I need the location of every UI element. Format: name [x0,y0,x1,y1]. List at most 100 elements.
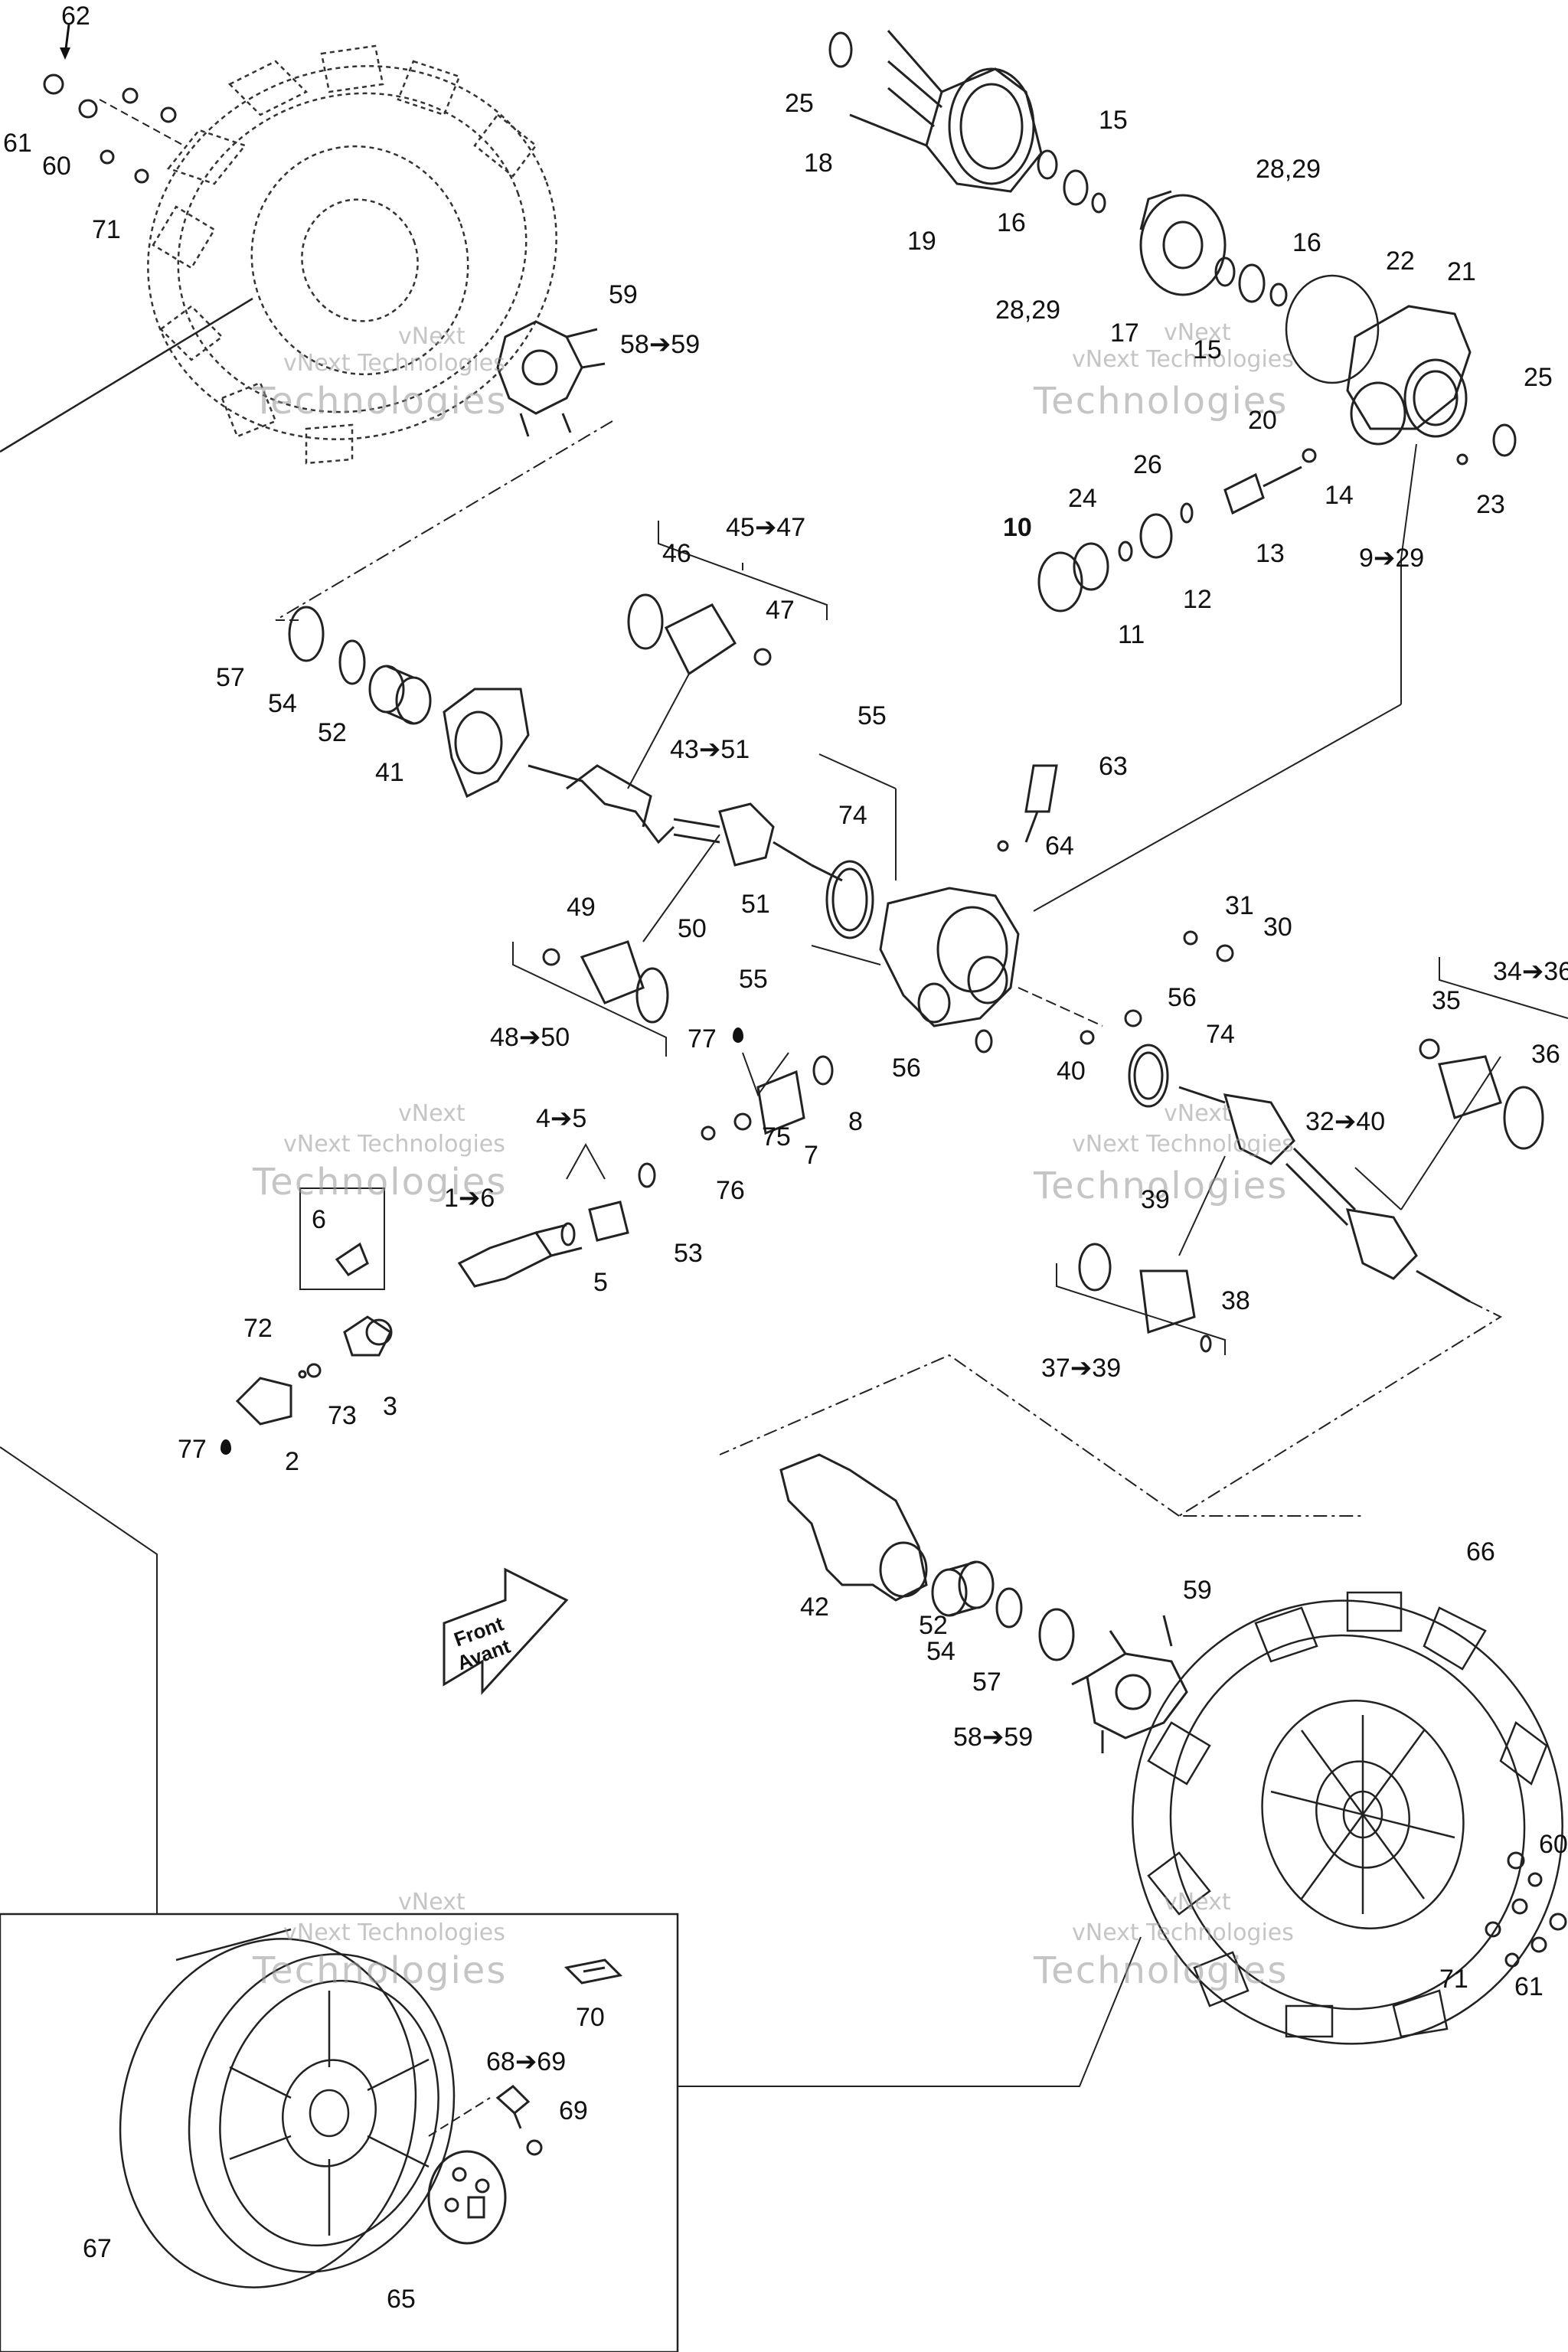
watermark-line2: vNext Technologies [1072,1919,1294,1946]
bracket-34-36 [1439,957,1568,1019]
callout-1-6: 1➔6 [444,1184,495,1213]
callout-57-lower: 57 [972,1668,1001,1697]
callout-41: 41 [375,758,404,787]
callout-16-right: 16 [1292,228,1321,257]
callout-25-right: 25 [1524,363,1553,392]
bracket-4-5 [566,1142,606,1180]
oil-drop-icon [220,1439,231,1455]
callout-3: 3 [383,1392,397,1421]
callout-61: 61 [3,129,32,158]
watermark-line2: vNext Technologies [283,1919,505,1946]
callout-57: 57 [216,663,245,692]
callout-43-51: 43➔51 [670,735,750,764]
watermark-line1: vNext [1164,1889,1231,1916]
callout-24: 24 [1068,484,1097,513]
oil-drop-icon [733,1027,743,1043]
callout-30: 30 [1263,913,1292,942]
callout-59-lower: 59 [1183,1576,1212,1605]
watermark-line1: vNext [1164,319,1231,346]
watermark-line3: Technologies [253,1949,508,1992]
callout-10: 10 [1003,513,1032,542]
callout-21: 21 [1447,257,1476,286]
callout-74-right: 74 [1206,1020,1235,1049]
valve-stem-68-69 [495,2085,531,2129]
callout-5: 5 [593,1268,608,1297]
callout-22: 22 [1386,247,1415,276]
callout-68-69: 68➔69 [486,2047,567,2076]
callout-54-lower: 54 [926,1637,956,1666]
callout-32-40: 32➔40 [1305,1107,1386,1136]
callout-40: 40 [1057,1057,1086,1086]
callout-64: 64 [1045,831,1074,861]
callout-66: 66 [1466,1537,1495,1566]
callout-20: 20 [1248,406,1277,435]
callout-15: 15 [1099,106,1128,135]
callout-34-36: 34➔36 [1493,957,1568,986]
callout-51: 51 [741,890,770,919]
callout-50: 50 [678,914,707,943]
callout-65: 65 [387,2285,416,2314]
watermark-line3: Technologies [1034,1949,1289,1992]
callout-37-39: 37➔39 [1041,1354,1122,1383]
bracket-37-39 [1056,1263,1226,1355]
watermark-line3: Technologies [1034,1165,1289,1207]
bracket-77 [742,1052,789,1097]
callout-59: 59 [609,280,638,309]
callout-19: 19 [907,227,936,256]
watermark-line2: vNext Technologies [1072,346,1294,373]
callout-48-50: 48➔50 [490,1023,570,1052]
callout-4-5: 4➔5 [536,1104,587,1133]
callout-60: 60 [42,152,71,181]
callout-71-lower: 71 [1439,1965,1468,1994]
inset-box-wheel [0,1913,679,2352]
callout-49: 49 [567,893,596,922]
callout-8: 8 [848,1107,863,1136]
seal-25-upper [828,31,853,68]
callout-39: 39 [1141,1185,1170,1214]
decal-70 [564,1958,623,1984]
callout-70: 70 [576,2003,605,2032]
callout-17: 17 [1110,318,1139,348]
watermark-line1: vNext [1164,1100,1231,1127]
callout-6: 6 [312,1205,326,1234]
callout-56-lower: 56 [892,1054,921,1083]
callout-42: 42 [800,1592,829,1622]
callout-15-lower: 15 [1193,335,1222,364]
callout-54: 54 [268,689,297,718]
callout-25: 25 [785,89,814,118]
callout-58-59: 58➔59 [620,330,701,359]
callout-58-59-lower: 58➔59 [953,1723,1034,1752]
callout-31: 31 [1225,891,1254,920]
callout-69: 69 [559,2096,588,2125]
driveshaft-1-6 [457,1223,583,1288]
watermark-line1: vNext [398,1889,466,1916]
callout-46: 46 [662,539,691,568]
callout-53: 53 [674,1239,703,1268]
callout-16: 16 [997,208,1026,237]
callout-12: 12 [1183,585,1212,614]
callout-23: 23 [1476,490,1505,519]
rear-differential-cover [849,30,1043,193]
callout-77-lower: 77 [178,1435,207,1464]
callout-7: 7 [804,1141,818,1170]
knuckle-41 [443,688,530,799]
callout-47: 47 [766,596,795,625]
drive-shaft-32-40 [1178,1086,1471,1303]
callout-61-lower: 61 [1514,1972,1544,2001]
bearing-52-upper [368,665,432,725]
knuckle-42 [779,1453,928,1602]
watermark-line2: vNext Technologies [1072,1131,1294,1158]
pinion-shaft-13 [1223,466,1302,515]
ring-gear-17 [1139,190,1227,296]
callout-76: 76 [716,1176,745,1205]
callout-45-47: 45➔47 [726,513,806,542]
lower-right-lug-nuts [1485,1851,1567,1968]
callout-60-lower: 60 [1539,1830,1568,1859]
callout-18: 18 [804,149,833,178]
center-cap-65 [427,2150,507,2245]
lower-right-wheel [1132,1591,1563,2045]
callout-56: 56 [1168,983,1197,1012]
callout-14: 14 [1325,481,1354,510]
callout-28-29-lower: 28,29 [995,296,1061,325]
callout-38: 38 [1221,1286,1250,1315]
